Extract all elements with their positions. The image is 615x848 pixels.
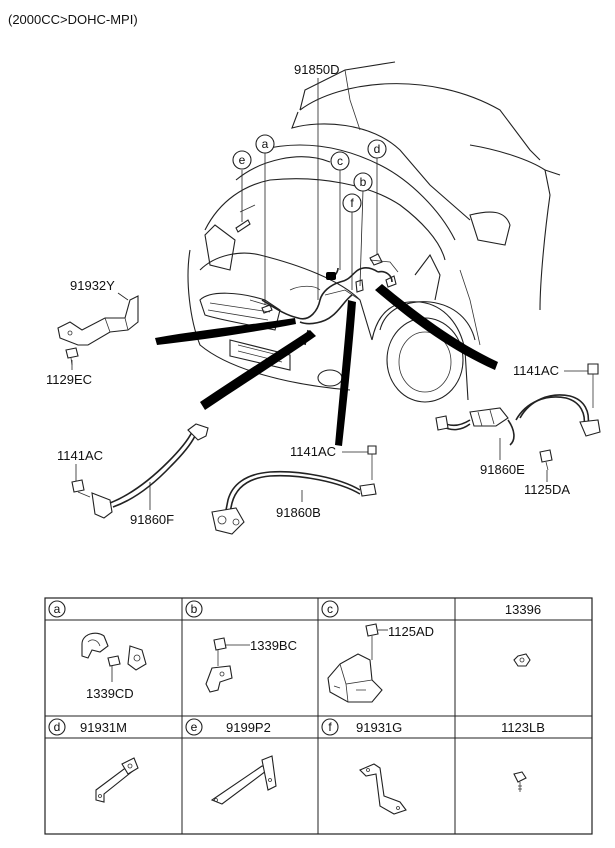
label-91850D: 91850D bbox=[294, 62, 340, 77]
marker-c: c bbox=[330, 151, 350, 171]
svg-text:1129EC: 1129EC bbox=[46, 372, 92, 387]
svg-text:c: c bbox=[337, 154, 343, 168]
cable-91860B: 1141AC 91860B bbox=[211, 444, 377, 535]
harness-branch-bottom bbox=[335, 300, 356, 446]
svg-text:91860E: 91860E bbox=[480, 462, 525, 477]
svg-text:e: e bbox=[191, 720, 198, 734]
svg-text:1141AC: 1141AC bbox=[57, 448, 103, 463]
table-header-b: b bbox=[185, 600, 203, 618]
svg-text:91860B: 91860B bbox=[276, 505, 321, 520]
table-header-13396: 13396 bbox=[505, 602, 541, 617]
svg-text:91860F: 91860F bbox=[130, 512, 174, 527]
svg-text:d: d bbox=[374, 142, 381, 156]
marker-f: f bbox=[342, 193, 362, 213]
svg-text:91932Y: 91932Y bbox=[70, 278, 115, 293]
part-a-clamp: 1339CD bbox=[81, 632, 147, 701]
table-header-e: e 9199P2 bbox=[185, 718, 271, 736]
main-harness-91850D bbox=[155, 267, 498, 446]
harness-branch-right bbox=[375, 284, 498, 370]
svg-text:1141AC: 1141AC bbox=[513, 363, 559, 378]
car-clips bbox=[235, 219, 397, 314]
table-header-c: c bbox=[321, 600, 339, 618]
part-b-bracket: 1339BC bbox=[205, 637, 297, 693]
svg-text:e: e bbox=[239, 153, 246, 167]
svg-text:1339CD: 1339CD bbox=[86, 686, 134, 701]
marker-e: e bbox=[232, 150, 252, 170]
part-1123LB-screw bbox=[513, 771, 527, 792]
svg-text:d: d bbox=[54, 720, 61, 734]
svg-text:91931G: 91931G bbox=[356, 720, 402, 735]
table-header-f: f 91931G bbox=[321, 718, 402, 736]
svg-text:b: b bbox=[191, 602, 198, 616]
svg-text:c: c bbox=[327, 602, 333, 616]
svg-text:f: f bbox=[328, 720, 332, 734]
svg-text:1339BC: 1339BC bbox=[250, 638, 297, 653]
table-header-1123LB: 1123LB bbox=[501, 720, 545, 735]
harness-branch-bottom-left bbox=[200, 330, 316, 410]
marker-b: b bbox=[353, 172, 373, 192]
part-e-bracket bbox=[210, 755, 277, 805]
part-d-bracket bbox=[95, 757, 139, 803]
svg-text:a: a bbox=[262, 137, 269, 151]
marker-d: d bbox=[367, 139, 387, 159]
cable-91860E: 1141AC 91860E 1125DA bbox=[435, 363, 601, 497]
part-13396-nut bbox=[513, 653, 531, 667]
marker-a: a bbox=[255, 134, 275, 154]
leader-lines bbox=[241, 78, 378, 305]
cable-91860F: 1141AC 91860F bbox=[57, 423, 209, 527]
svg-text:91931M: 91931M bbox=[80, 720, 127, 735]
car-illustration bbox=[187, 61, 561, 403]
parts-table bbox=[44, 597, 593, 835]
table-header-d: d 91931M bbox=[48, 718, 127, 736]
bracket-91932Y: 91932Y 1129EC bbox=[46, 278, 139, 387]
table-header-a: a bbox=[48, 600, 66, 618]
svg-text:1125AD: 1125AD bbox=[388, 624, 434, 639]
svg-text:f: f bbox=[350, 196, 354, 210]
part-f-bracket bbox=[359, 763, 407, 815]
harness-branch-left bbox=[155, 318, 296, 345]
engine-spec-title: (2000CC>DOHC-MPI) bbox=[8, 12, 138, 27]
svg-text:b: b bbox=[360, 175, 367, 189]
svg-text:9199P2: 9199P2 bbox=[226, 720, 271, 735]
svg-text:1141AC: 1141AC bbox=[290, 444, 336, 459]
svg-text:a: a bbox=[54, 602, 61, 616]
part-c-relay-box: 1125AD bbox=[327, 623, 434, 703]
svg-text:1125DA: 1125DA bbox=[524, 482, 570, 497]
